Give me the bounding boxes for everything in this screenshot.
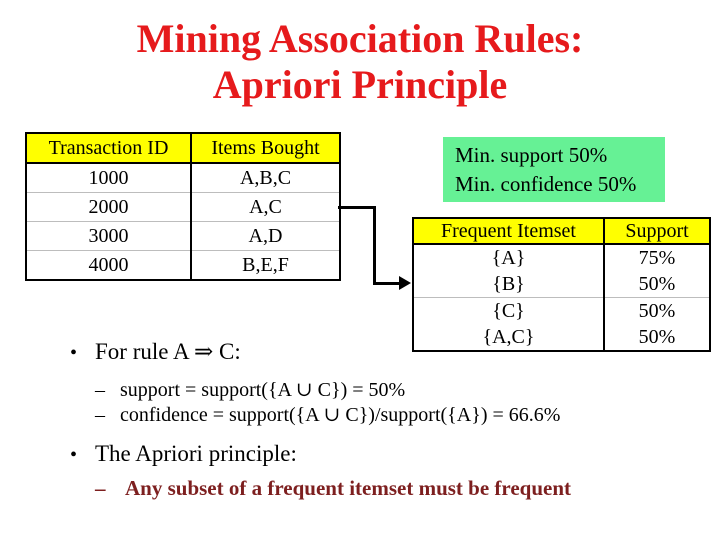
itemset-cell: {A,C} [482,325,535,348]
transactions-table: Transaction ID Items Bought 1000 A,B,C 2… [25,132,341,281]
connector-line-vertical [373,206,376,285]
table-row: 4000 B,E,F [26,250,340,280]
table-row: 2000 A,C [26,192,340,222]
frequent-itemset-table: Frequent Itemset Support {A} 75% {B} 50%… [412,217,711,352]
support-cell: 50% [603,297,710,324]
title-line-1: Mining Association Rules: [136,16,584,61]
page-title: Mining Association Rules: Apriori Princi… [0,16,720,108]
sub-bullet-confidence-text: confidence = support({A ∪ C})/support({A… [120,404,561,426]
connector-line-horizontal-1 [338,206,376,209]
dash-icon: – [95,404,105,426]
bullet-apriori-principle: • The Apriori principle: [70,441,297,467]
bullet-icon: • [70,444,78,466]
sub-bullet-support-text: support = support({A ∪ C}) = 50% [120,379,406,401]
items-bought-cell: A,B,C [190,163,340,193]
transaction-id-cell: 3000 [26,221,191,251]
table-row: 1000 A,B,C [26,163,340,193]
transaction-id-cell: 4000 [26,250,191,280]
min-support-line: Min. support 50% [455,143,608,167]
sub-bullet-confidence: – confidence = support({A ∪ C})/support(… [95,402,560,427]
connector-line-horizontal-2 [373,282,402,285]
dash-icon: – [95,379,105,401]
itemset-cell: {B} [492,272,525,295]
bullet-icon: • [70,342,78,364]
min-confidence-line: Min. confidence 50% [455,172,637,196]
table-row: {A} 75% [413,244,710,271]
arrowhead-icon [399,276,411,290]
sub-bullet-support: – support = support({A ∪ C}) = 50% [95,377,405,402]
bullet-apriori-principle-text: The Apriori principle: [95,441,297,466]
title-line-2: Apriori Principle [212,62,508,107]
transactions-header-row: Transaction ID Items Bought [26,133,340,164]
items-bought-cell: A,C [190,192,340,222]
bullet-for-rule: • For rule A ⇒ C: [70,339,241,365]
transaction-id-cell: 2000 [26,192,191,222]
min-support-box: Min. support 50% Min. confidence 50% [443,137,665,202]
itemset-cell: {C} [413,297,604,324]
dash-icon: – [95,476,106,500]
transaction-id-cell: 1000 [88,166,129,189]
table-row: 3000 A,D [26,221,340,251]
items-bought-cell: A,D [190,221,340,251]
itemset-cell: {A} [491,246,526,269]
frequent-col-header-support: Support [603,218,710,245]
sub-bullet-any-subset: – Any subset of a frequent itemset must … [95,476,571,501]
support-cell: 50% [603,271,710,298]
table-row: {A,C} 50% [413,324,710,351]
sub-bullet-any-subset-text: Any subset of a frequent itemset must be… [125,476,572,500]
bullet-for-rule-text: For rule A ⇒ C: [95,339,241,364]
table-row: {B} 50% [413,271,710,298]
transactions-col-header-items: Items Bought [190,133,340,164]
support-cell: 75% [603,244,710,271]
transactions-col-header-id: Transaction ID [26,133,191,164]
frequent-header-row: Frequent Itemset Support [413,218,710,245]
support-cell: 50% [603,324,710,351]
frequent-col-header-itemset: Frequent Itemset [413,218,604,245]
items-bought-cell: B,E,F [190,250,340,280]
table-row: {C} 50% [413,297,710,324]
